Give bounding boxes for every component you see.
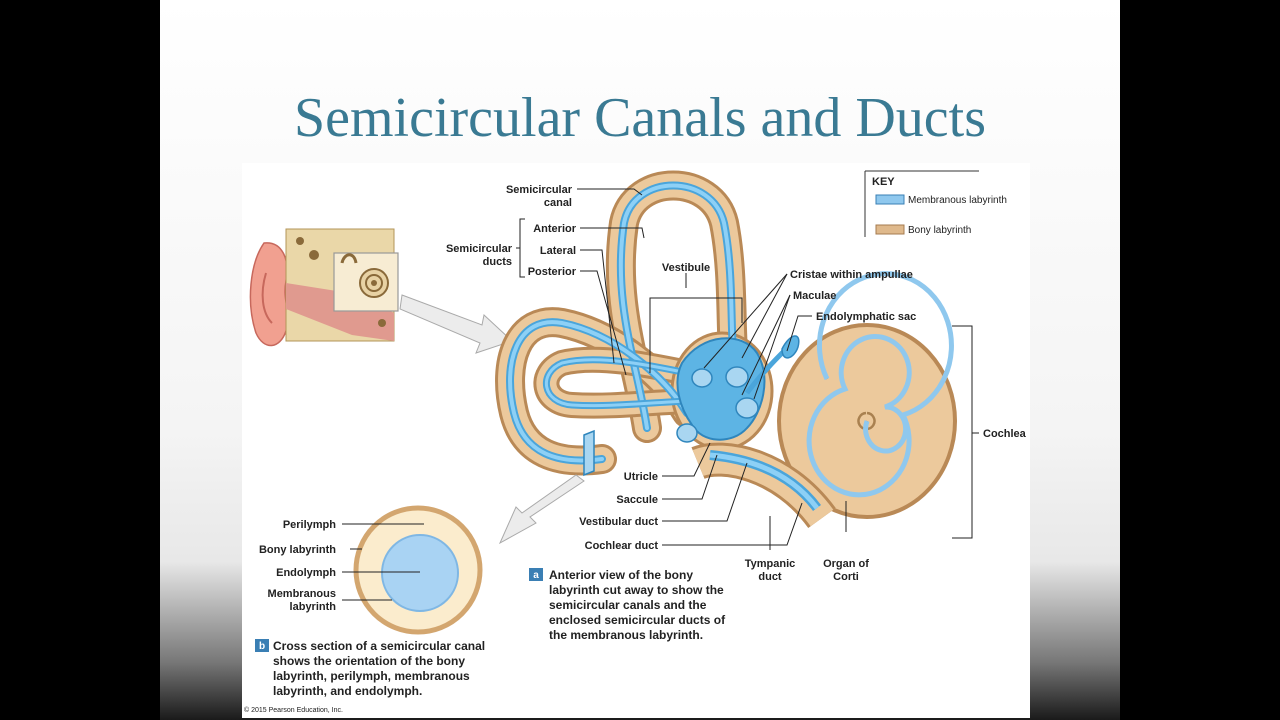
label-maculae: Maculae [793,290,836,302]
inner-ear-figure: KEY Membranous labyrinth Bony labyrinth [242,163,1030,718]
caption-a-line1: Anterior view of the bony [549,568,693,582]
label-cristae: Cristae within ampullae [790,269,913,281]
key-title: KEY [872,176,895,188]
label-tympanic-duct-line2: duct [758,571,782,583]
cross-section [353,505,483,635]
caption-b-badge [255,639,269,652]
key-bony-label: Bony labyrinth [908,225,971,236]
label-membranous-line1: Membranous [268,588,336,600]
cross-section-leaders [342,523,424,601]
label-anterior: Anterior [533,223,577,235]
bony-swatch [875,224,905,235]
label-cochlear-duct: Cochlear duct [585,540,659,552]
label-membranous-line2: labyrinth [290,601,337,613]
caption-b-line2: shows the orientation of the bony [273,654,465,668]
label-lateral: Lateral [540,245,576,257]
caption-b-line3: labyrinth, perilymph, membranous [273,669,470,683]
caption-a-line2: labyrinth cut away to show the [549,583,724,597]
copyright-notice: © 2015 Pearson Education, Inc. [244,706,343,714]
caption-a-line5: the membranous labyrinth. [549,628,703,642]
label-endolymphatic-sac: Endolymphatic sac [816,311,916,323]
labels-b: Perilymph Bony labyrinth Endolymph Membr… [259,519,336,613]
label-organ-of-corti-line2: Corti [833,571,859,583]
label-vestibular-duct: Vestibular duct [579,516,658,528]
label-semicircular-ducts-line2: ducts [483,256,512,268]
label-vestibule: Vestibule [662,262,710,274]
label-bony-labyrinth: Bony labyrinth [259,544,336,556]
caption-b: b Cross section of a semicircular canal … [255,639,485,698]
caption-b-line4: labyrinth, and endolymph. [273,684,422,698]
key-membranous-label: Membranous labyrinth [908,195,1007,206]
caption-a: a Anterior view of the bony labyrinth cu… [529,568,726,642]
caption-a-line3: semicircular canals and the [549,598,707,612]
key-box: KEY Membranous labyrinth Bony labyrinth [864,170,1007,237]
label-perilymph: Perilymph [283,519,336,531]
leader-lines [516,188,979,550]
inner-ear-diagram: KEY Membranous labyrinth Bony labyrinth [244,170,1027,714]
label-endolymph: Endolymph [276,567,336,579]
labels-a: Semicircular canal Semicircular ducts An… [446,184,1027,583]
caption-a-line4: enclosed semicircular ducts of [549,613,726,627]
ear-thumbnail [249,228,513,354]
caption-b-letter: b [259,641,265,652]
slide: Semicircular Canals and Ducts KEY Membra… [160,0,1120,720]
cross-section-arrow [498,474,585,545]
label-semicircular-ducts-line1: Semicircular [446,243,513,255]
label-posterior: Posterior [528,266,577,278]
membranous-labyrinth [506,181,954,512]
slide-title: Semicircular Canals and Ducts [293,87,986,149]
label-organ-of-corti-line1: Organ of [823,558,869,570]
caption-a-badge [529,568,543,581]
label-tympanic-duct-line1: Tympanic [745,558,796,570]
caption-b-line1: Cross section of a semicircular canal [273,639,485,653]
label-saccule: Saccule [616,494,658,506]
label-utricle: Utricle [624,471,658,483]
label-cochlea: Cochlea [983,428,1027,440]
label-semicircular-canal-line2: canal [544,197,572,209]
membranous-swatch [875,194,905,205]
label-semicircular-canal-line1: Semicircular [506,184,573,196]
caption-a-letter: a [533,570,539,581]
